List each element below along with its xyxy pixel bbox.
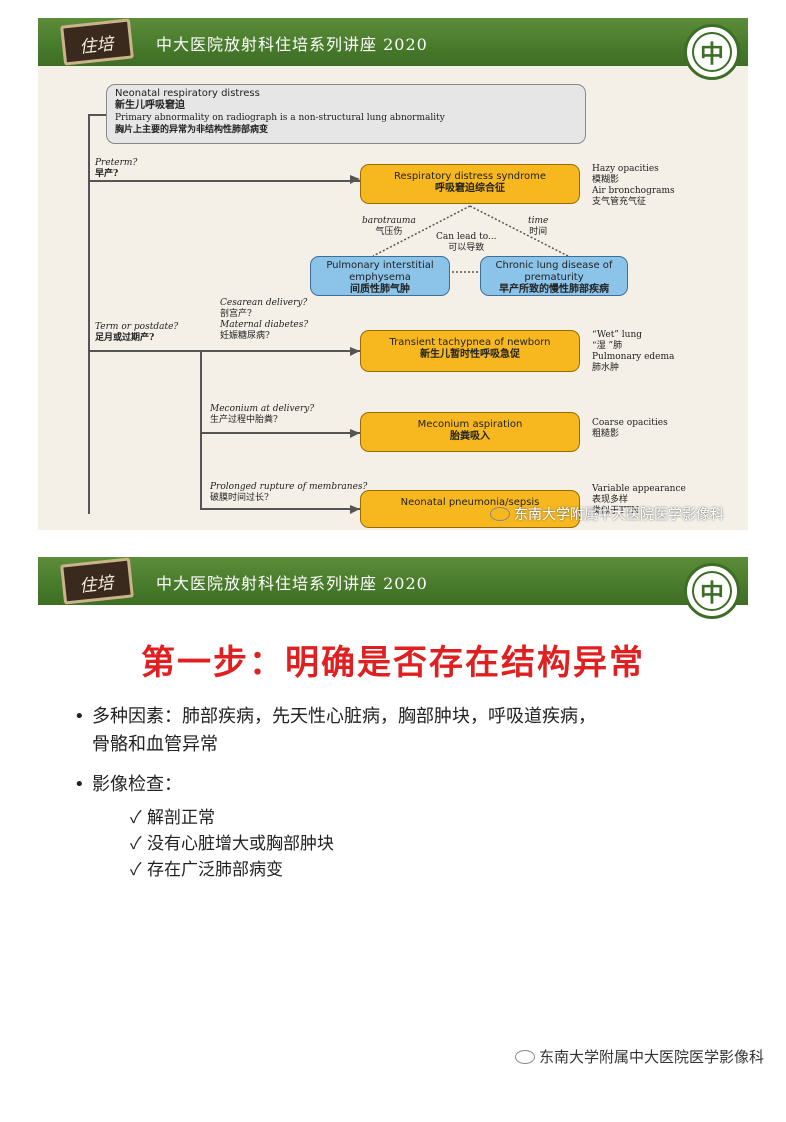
bullet-factors: • 多种因素：肺部疾病，先天性心脏病，胸部肿块，呼吸道疾病， 骨骼和血管异常 — [74, 706, 596, 755]
term-label: Term or postdate?足月或过期产? — [95, 322, 179, 343]
dotted-arrows — [350, 175, 569, 514]
header-title-2: 中大医院放射科住培系列讲座 2020 — [156, 574, 428, 593]
wechat-icon — [490, 507, 510, 521]
prom-question: Prolonged rupture of membranes?破膜时间过长? — [210, 482, 368, 503]
header-banner-2: 住培 中大医院放射科住培系列讲座 2020 — [38, 557, 748, 605]
sepsis-box: Neonatal pneumonia/sepsis — [360, 490, 580, 528]
preterm-label: Preterm?早产? — [95, 158, 138, 179]
header-title: 中大医院放射科住培系列讲座 2020 — [156, 35, 428, 54]
watermark: 东南大学附属中大医院医学影像科 — [490, 504, 724, 524]
hospital-logo: 中 — [684, 24, 740, 80]
header-banner: 住培 中大医院放射科住培系列讲座 2020 — [38, 18, 748, 66]
footer-watermark: 东南大学附属中大医院医学影像科 — [514, 1046, 764, 1067]
check-item: ✓ 存在广泛肺部病变 — [130, 860, 284, 880]
check-item: ✓ 没有心脏增大或胸部肿块 — [130, 834, 335, 854]
bullet-imaging: •影像检查： — [74, 774, 182, 795]
check-item: ✓ 解剖正常 — [130, 808, 216, 828]
slide-diagram: 住培 中大医院放射科住培系列讲座 2020 中 Neonatal respira… — [38, 18, 748, 530]
slide-text: 住培 中大医院放射科住培系列讲座 2020 中 第一步：明确是否存在结构异常 •… — [38, 557, 748, 1097]
wechat-icon — [514, 1050, 535, 1064]
meconium-question: Meconium at delivery?生产过程中胎粪? — [210, 404, 315, 425]
root-box: Neonatal respiratory distress 新生儿呼吸窘迫 Pr… — [106, 84, 586, 144]
can-lead-label: Can lead to...可以导致 — [436, 232, 497, 253]
cesarean-label: Cesarean delivery?剖宫产? Maternal diabetes… — [220, 298, 309, 341]
hospital-logo-2: 中 — [684, 563, 740, 619]
program-badge-2: 住培 — [60, 557, 134, 605]
slide-heading: 第一步：明确是否存在结构异常 — [141, 643, 645, 683]
